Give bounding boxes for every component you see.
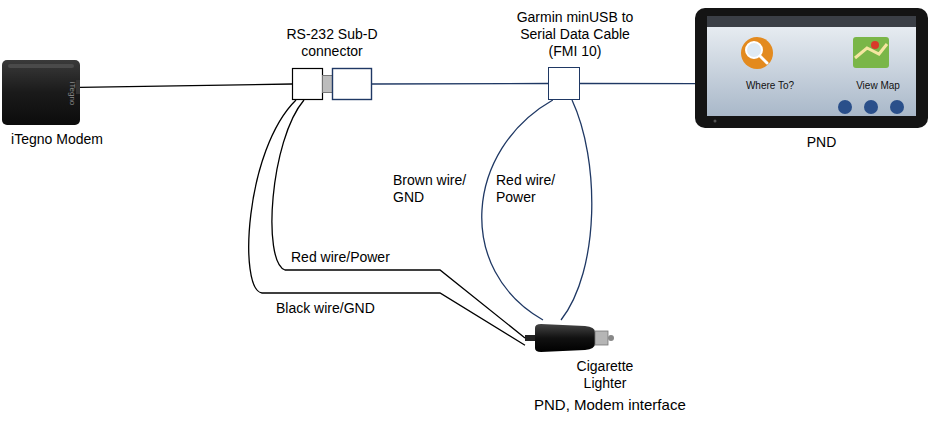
search-icon [741, 37, 773, 69]
lighter-node: Cigarette Lighter [525, 320, 615, 356]
wire [482, 100, 553, 320]
pnd-screen [707, 16, 916, 116]
connector-node: RS-232 Sub-D connector [292, 68, 372, 100]
pnd-bezel [695, 8, 928, 128]
wire [561, 100, 592, 320]
wire-label: Red wire/Power [290, 249, 391, 266]
connector-shell [293, 69, 323, 100]
wire-label: Black wire/GND [275, 300, 376, 317]
device-label: RS-232 Sub-D connector [276, 26, 388, 60]
wire [580, 83, 695, 84]
modem-device [2, 60, 80, 125]
map-icon [853, 37, 889, 68]
wire [249, 100, 525, 345]
pnd-status-bar [707, 16, 916, 27]
modem-body [2, 60, 80, 125]
plug-contact [608, 335, 614, 341]
wire [272, 100, 525, 338]
screen-button-label: Where To? [735, 79, 805, 92]
device-label: iTegno Modem [5, 131, 109, 148]
cable-box: Garmin minUSB to Serial Data Cable (FMI … [548, 67, 580, 100]
modem-port [76, 80, 80, 94]
modem-highlight [8, 64, 74, 68]
brand-mark: iTegno [67, 74, 78, 114]
search-handle [760, 56, 767, 63]
wire [80, 84, 292, 87]
device-label: Garmin minUSB to Serial Data Cable (FMI … [504, 9, 646, 60]
connector-mate [333, 69, 372, 100]
caption: PND, Modem interface [534, 396, 686, 414]
device-label: Cigarette Lighter [565, 358, 645, 392]
rs232-connector [293, 69, 372, 100]
map-pin [871, 41, 879, 49]
pnd-device [695, 8, 928, 128]
wire-label: Brown wire/ GND [392, 172, 474, 206]
connector-plug [323, 76, 333, 93]
pnd-button [838, 100, 852, 114]
map-road [855, 44, 887, 58]
wire [372, 83, 548, 85]
cable-strain-relief [525, 335, 535, 341]
screen-button-label: View Map [843, 79, 913, 92]
lighter-plug [525, 324, 614, 352]
plug-body [535, 324, 595, 352]
plug-tip [595, 331, 608, 345]
wire-label: Red wire/ Power [495, 172, 563, 206]
pnd-node: PND [695, 8, 928, 128]
pnd-button [864, 100, 878, 114]
pnd-led [714, 120, 717, 123]
pnd-button [890, 100, 904, 114]
device-label: PND [792, 134, 852, 151]
